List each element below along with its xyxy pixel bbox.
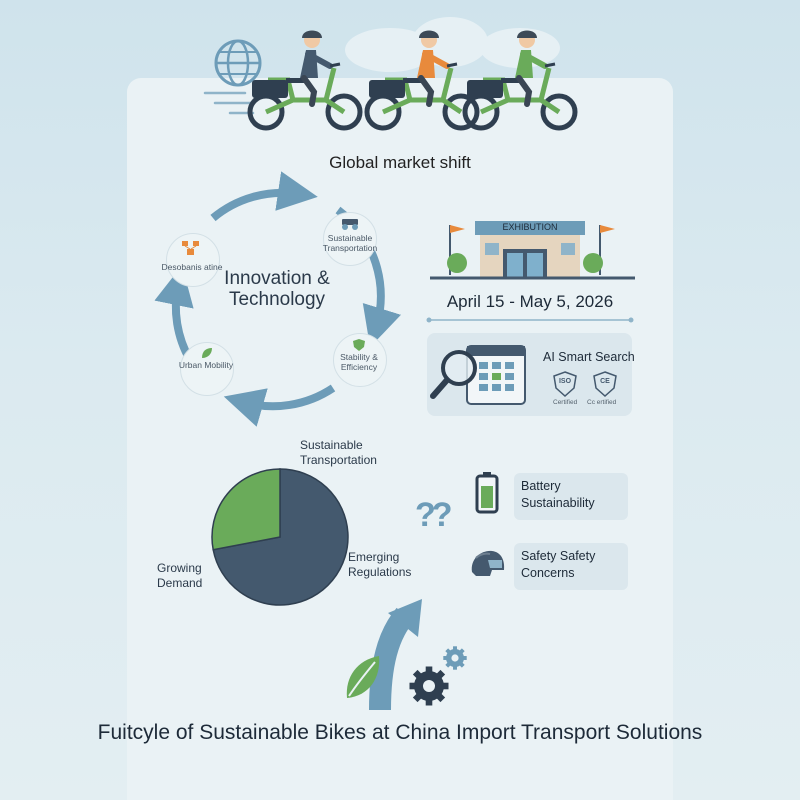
cycle-diagram — [154, 171, 402, 427]
ebike-rider-2 — [462, 30, 578, 131]
shield-icon — [353, 339, 365, 351]
ebike-icon — [342, 219, 358, 230]
battery-concern-text: Battery Sustainability — [521, 479, 595, 510]
battery-icon — [475, 472, 499, 514]
globe-icon — [214, 39, 262, 87]
pie-label-growing-demand: Growing Demand — [157, 561, 203, 590]
exhibition-sign: EXHIBUTION — [502, 222, 558, 232]
market-caption: Global market shift — [329, 153, 471, 172]
pie-label-emerging-regulations: Emerging Regulations — [348, 550, 412, 579]
leaf-icon — [346, 656, 380, 698]
ce-badge-mark: CE — [600, 378, 610, 385]
cycle-node-label: Urban Mobility — [178, 360, 234, 370]
iso-badge-mark: ISO — [558, 378, 572, 385]
safety-concern-card — [514, 543, 628, 590]
exhibition-building-illustration — [430, 221, 635, 280]
ce-badge-icon — [593, 371, 617, 398]
ai-search-title: AI Smart Search — [543, 350, 635, 364]
iso-badge-caption: Certified — [553, 399, 578, 406]
safety-concern-text: Safety Safety Concerns — [521, 549, 596, 580]
battery-concern-card — [514, 473, 628, 520]
ce-badge-caption: Cc ertified — [587, 399, 617, 406]
search-magnifier-icon — [430, 345, 526, 405]
exhibition-dates: April 15 - May 5, 2026 — [446, 292, 614, 311]
helmet-icon — [471, 550, 505, 576]
ebike-rider-1 — [364, 30, 480, 131]
gear-large-icon — [409, 666, 449, 706]
pie-label-sustainable: Sustainable Transportation — [300, 438, 377, 467]
cycle-title: Innovation & Technology — [224, 268, 330, 310]
gears-icon — [409, 646, 467, 706]
cycle-node-label: Stability & Efficiency — [340, 352, 378, 372]
ebike-rider-0 — [247, 30, 363, 131]
gear-small-icon — [443, 646, 467, 670]
date-divider — [426, 317, 634, 323]
network-icon — [182, 241, 199, 255]
leaf-icon — [202, 348, 212, 358]
content-panel — [127, 78, 673, 800]
question-marks: ?? — [415, 496, 452, 534]
cycle-node-label: Desobanis atine — [161, 262, 223, 272]
growth-arrow-icon — [369, 599, 422, 711]
ebike-riders-illustration — [247, 30, 578, 131]
cycle-node-label: Sustainable Transportation — [322, 233, 378, 253]
footer-title: Fuitcyle of Sustainable Bikes at China I… — [97, 721, 703, 744]
iso-badge-icon — [553, 371, 577, 398]
